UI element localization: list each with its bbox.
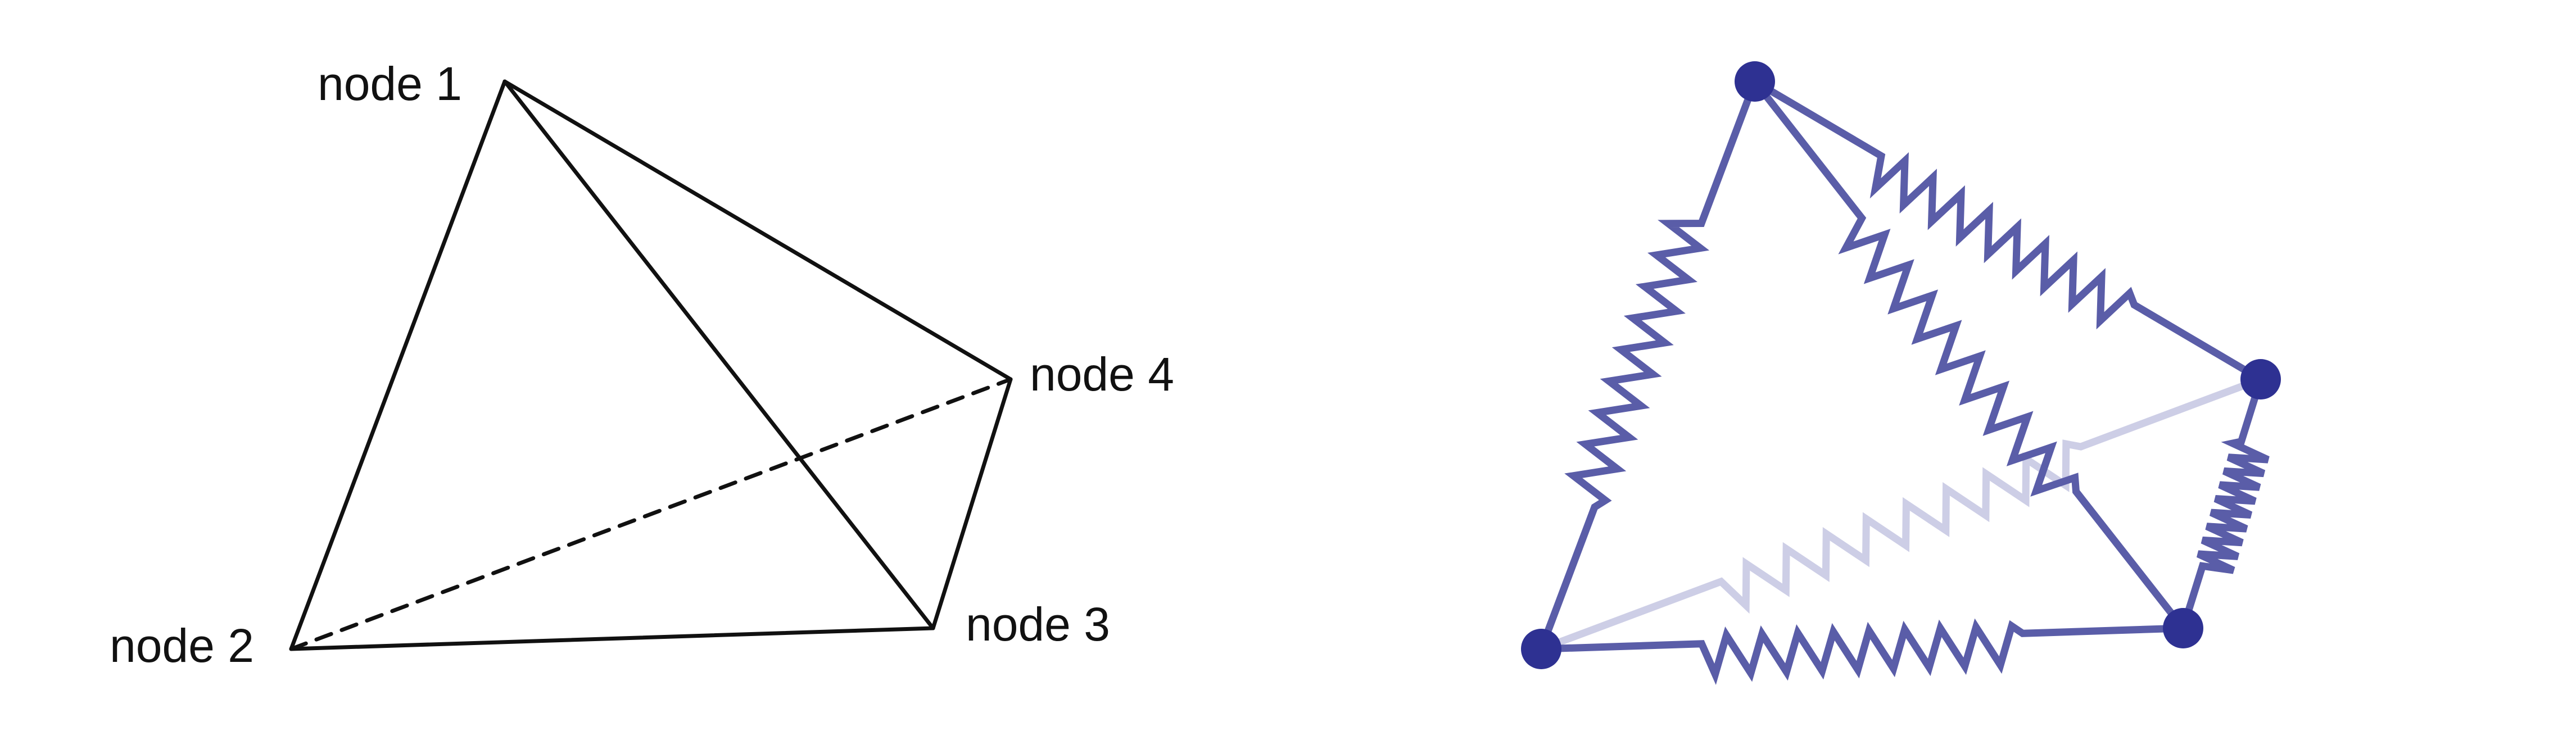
node-label-2: node 2 (110, 619, 254, 672)
spring-node-n4 (2240, 359, 2281, 399)
spring-n2-n3 (1537, 618, 2187, 685)
edge-n1-n3 (502, 79, 935, 630)
edge-n1-n2 (289, 79, 507, 651)
node-labels: node 1 node 2 node 3 node 4 (110, 57, 1174, 672)
spring-node-n2 (1521, 629, 1561, 669)
edge-n1-n4 (502, 79, 1013, 382)
node-label-3: node 3 (966, 598, 1110, 651)
spring-node-n1 (1735, 61, 1775, 102)
node-label-1: node 1 (318, 57, 462, 110)
edge-n2-n4 (289, 377, 1013, 651)
tetrahedron-wireframe (289, 79, 1013, 651)
spring-network (1521, 61, 2281, 685)
spring-n2-n4 (1537, 375, 2265, 653)
edge-n3-n4 (931, 377, 1013, 630)
spring-n1-n2 (1537, 78, 1759, 653)
spring-node-n3 (2163, 608, 2203, 648)
spring-n1-n4 (1751, 78, 2265, 383)
node-label-4: node 4 (1030, 348, 1174, 401)
edge-n2-n3 (289, 626, 935, 651)
spring-n3-n4 (2179, 375, 2270, 632)
spring-n1-n3 (1751, 78, 2187, 632)
